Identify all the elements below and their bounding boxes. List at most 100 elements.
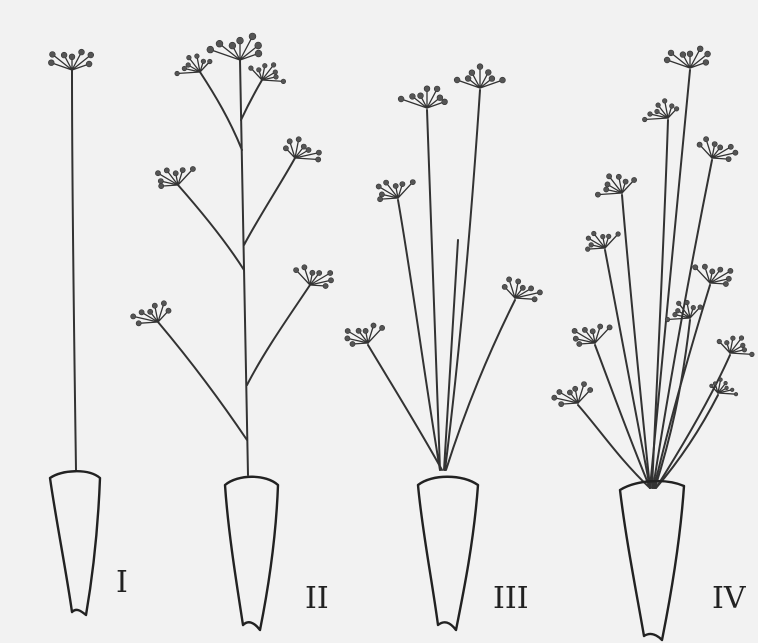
floret-dot [469, 70, 475, 76]
floret-dot [595, 192, 600, 197]
floret-dot [186, 63, 191, 68]
floret-dot [705, 51, 711, 57]
floret-dot [356, 328, 361, 333]
floret-dot [296, 137, 301, 142]
floret-dot [604, 187, 609, 192]
floret-dot [577, 341, 582, 346]
floret-dot [741, 343, 746, 348]
plant-II-umbel-5 [283, 137, 321, 162]
plant-IV-umbel-1 [664, 46, 710, 68]
umbel-ray [177, 72, 200, 74]
floret-dot [557, 389, 562, 394]
floret-dot [573, 336, 578, 341]
floret-dot [79, 49, 85, 55]
floret-dot [589, 243, 594, 248]
umbel-ray [718, 393, 736, 394]
floret-dot [136, 321, 141, 326]
floret-dot [86, 61, 92, 67]
floret-dot [734, 392, 738, 396]
floret-dot [190, 166, 195, 171]
floret-dot [195, 54, 200, 59]
plant-II-stem [240, 60, 248, 475]
floret-dot [182, 66, 187, 71]
plant-II-branch-4 [244, 158, 295, 245]
floret-dot [283, 146, 288, 151]
floret-dot [742, 348, 747, 353]
plant-II-umbel-1 [207, 33, 262, 60]
floret-dot [750, 352, 755, 357]
plant-I: I [48, 49, 127, 615]
floret-dot [281, 79, 286, 84]
umbel-ray [645, 118, 668, 120]
umbel-ray [295, 158, 318, 160]
plant-II: II [131, 33, 334, 630]
floret-dot [723, 281, 728, 286]
plant-II-umbel-4 [155, 166, 195, 188]
floret-dot [477, 64, 483, 70]
floret-dot [363, 328, 368, 333]
floret-dot [237, 37, 244, 44]
floret-dot [500, 77, 506, 83]
floret-dot [159, 184, 164, 189]
plant-IV-root [620, 481, 684, 640]
plant-IV: IV [552, 46, 755, 640]
plant-IV-umbel-2 [642, 99, 678, 122]
floret-dot [400, 182, 405, 187]
floret-dot [572, 328, 577, 333]
floret-dot [733, 150, 738, 155]
floret-dot [255, 50, 262, 57]
floret-dot [724, 381, 728, 385]
floret-dot [173, 171, 178, 176]
floret-dot [730, 388, 734, 392]
floret-dot [680, 52, 686, 58]
floret-dot [607, 325, 612, 330]
floret-dot [301, 144, 306, 149]
floret-dot [316, 150, 321, 155]
floret-dot [442, 99, 448, 105]
floret-dot [616, 232, 621, 237]
floret-dot [552, 395, 557, 400]
floret-dot [302, 265, 307, 270]
floret-dot [664, 57, 670, 63]
floret-dot [161, 301, 166, 306]
floret-dot [208, 59, 213, 64]
plant-I-root [50, 471, 100, 615]
floret-dot [656, 103, 661, 108]
floret-dot [725, 340, 730, 345]
floret-dot [507, 277, 512, 282]
floret-dot [585, 247, 590, 252]
plant-II-root [225, 477, 278, 630]
floret-dot [702, 264, 707, 269]
floret-dot [271, 63, 276, 68]
floret-dot [350, 341, 355, 346]
plant-IV-branch-10 [656, 355, 730, 488]
plant-II-branch-2 [241, 80, 262, 120]
plant-II-branch-3 [178, 185, 244, 270]
floret-dot [719, 378, 723, 382]
floret-dot [187, 55, 192, 60]
floret-dot [328, 270, 333, 275]
umbel-ray [139, 322, 158, 323]
floret-dot [728, 268, 733, 273]
plant-III-branch-6 [444, 240, 458, 470]
floret-dot [648, 112, 653, 117]
plant-I-stem [72, 70, 76, 470]
floret-dot [642, 117, 647, 122]
floret-dot [437, 95, 443, 101]
floret-dot [731, 336, 736, 341]
floret-dot [257, 68, 262, 73]
plant-II-branch-1 [200, 72, 242, 150]
floret-dot [175, 71, 180, 76]
plant-IV-umbel-3 [595, 174, 636, 198]
floret-dot [317, 270, 322, 275]
floret-dot [726, 276, 731, 281]
floret-dot [605, 182, 610, 187]
floret-dot [310, 270, 315, 275]
floret-dot [61, 52, 67, 58]
floret-dot [632, 177, 637, 182]
floret-dot [88, 52, 94, 58]
floret-dot [710, 384, 714, 388]
floret-dot [698, 305, 703, 310]
floret-dot [180, 168, 185, 173]
